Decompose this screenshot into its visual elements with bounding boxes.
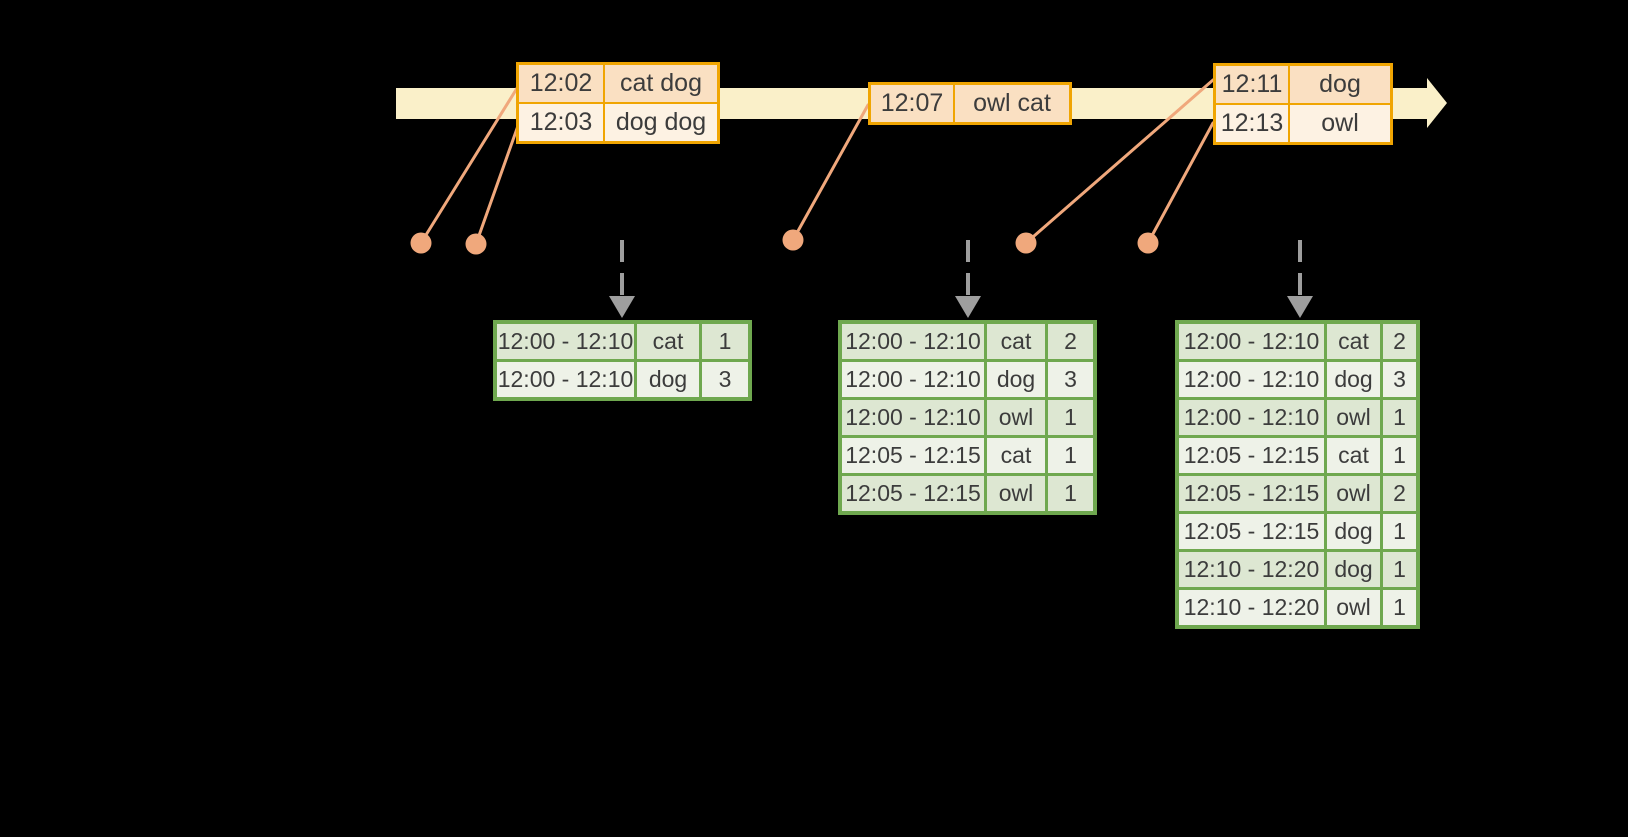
- event-table-3: 12:11 dog 12:13 owl: [1213, 63, 1393, 145]
- window-cell: 12:00 - 12:10: [1179, 324, 1324, 359]
- count-cell: 1: [1383, 514, 1416, 549]
- window-cell: 12:00 - 12:10: [842, 324, 984, 359]
- word-cell: owl: [1327, 590, 1380, 625]
- count-cell: 3: [1048, 362, 1093, 397]
- count-cell: 2: [1383, 476, 1416, 511]
- window-cell: 12:00 - 12:10: [1179, 400, 1324, 435]
- window-cell: 12:05 - 12:15: [1179, 514, 1324, 549]
- result-table-2: 12:00 - 12:10 cat 2 12:00 - 12:10 dog 3 …: [838, 320, 1097, 515]
- word-cell: cat: [987, 438, 1045, 473]
- result-table-3: 12:00 - 12:10 cat 2 12:00 - 12:10 dog 3 …: [1175, 320, 1420, 629]
- event-words-cell: dog dog: [605, 104, 717, 141]
- window-cell: 12:05 - 12:15: [842, 438, 984, 473]
- event-time-cell: 12:07: [871, 85, 953, 122]
- count-cell: 1: [1383, 400, 1416, 435]
- timeline-arrow-head-icon: [1427, 78, 1447, 128]
- count-cell: 1: [1048, 476, 1093, 511]
- window-cell: 12:00 - 12:10: [842, 400, 984, 435]
- count-cell: 1: [1383, 438, 1416, 473]
- word-cell: dog: [987, 362, 1045, 397]
- event-dot-icon: [410, 232, 432, 254]
- window-cell: 12:00 - 12:10: [1179, 362, 1324, 397]
- connector-line: [791, 103, 870, 242]
- count-cell: 1: [702, 324, 748, 359]
- word-cell: owl: [987, 400, 1045, 435]
- event-words-cell: owl cat: [955, 85, 1069, 122]
- connector-line: [419, 83, 521, 245]
- window-cell: 12:10 - 12:20: [1179, 552, 1324, 587]
- window-cell: 12:05 - 12:15: [842, 476, 984, 511]
- connector-line: [1024, 78, 1215, 245]
- event-table-2: 12:07 owl cat: [868, 82, 1072, 125]
- word-cell: dog: [1327, 362, 1380, 397]
- count-cell: 1: [1048, 438, 1093, 473]
- window-cell: 12:05 - 12:15: [1179, 476, 1324, 511]
- connector-line: [1146, 121, 1215, 245]
- word-cell: cat: [987, 324, 1045, 359]
- word-cell: owl: [1327, 400, 1380, 435]
- word-cell: dog: [637, 362, 699, 397]
- window-cell: 12:10 - 12:20: [1179, 590, 1324, 625]
- count-cell: 2: [1048, 324, 1093, 359]
- count-cell: 1: [1383, 590, 1416, 625]
- event-time-cell: 12:02: [519, 65, 603, 102]
- count-cell: 3: [1383, 362, 1416, 397]
- word-cell: owl: [987, 476, 1045, 511]
- event-table-1: 12:02 cat dog 12:03 dog dog: [516, 62, 720, 144]
- event-time-cell: 12:11: [1216, 66, 1288, 103]
- event-dot-icon: [1015, 232, 1037, 254]
- event-dot-icon: [782, 229, 804, 251]
- event-words-cell: owl: [1290, 105, 1390, 142]
- word-cell: cat: [1327, 324, 1380, 359]
- event-words-cell: dog: [1290, 66, 1390, 103]
- trigger-arrow-head-icon: [609, 296, 635, 318]
- event-time-cell: 12:03: [519, 104, 603, 141]
- connector-line: [474, 121, 521, 246]
- window-cell: 12:00 - 12:10: [497, 324, 634, 359]
- event-dot-icon: [465, 233, 487, 255]
- word-cell: cat: [637, 324, 699, 359]
- count-cell: 3: [702, 362, 748, 397]
- event-dot-icon: [1137, 232, 1159, 254]
- trigger-arrow-head-icon: [1287, 296, 1313, 318]
- result-table-1: 12:00 - 12:10 cat 1 12:00 - 12:10 dog 3: [493, 320, 752, 401]
- word-cell: dog: [1327, 514, 1380, 549]
- window-cell: 12:00 - 12:10: [842, 362, 984, 397]
- event-time-cell: 12:13: [1216, 105, 1288, 142]
- count-cell: 1: [1383, 552, 1416, 587]
- window-cell: 12:00 - 12:10: [497, 362, 634, 397]
- event-words-cell: cat dog: [605, 65, 717, 102]
- window-cell: 12:05 - 12:15: [1179, 438, 1324, 473]
- trigger-arrow-head-icon: [955, 296, 981, 318]
- word-cell: dog: [1327, 552, 1380, 587]
- count-cell: 1: [1048, 400, 1093, 435]
- word-cell: cat: [1327, 438, 1380, 473]
- count-cell: 2: [1383, 324, 1416, 359]
- word-cell: owl: [1327, 476, 1380, 511]
